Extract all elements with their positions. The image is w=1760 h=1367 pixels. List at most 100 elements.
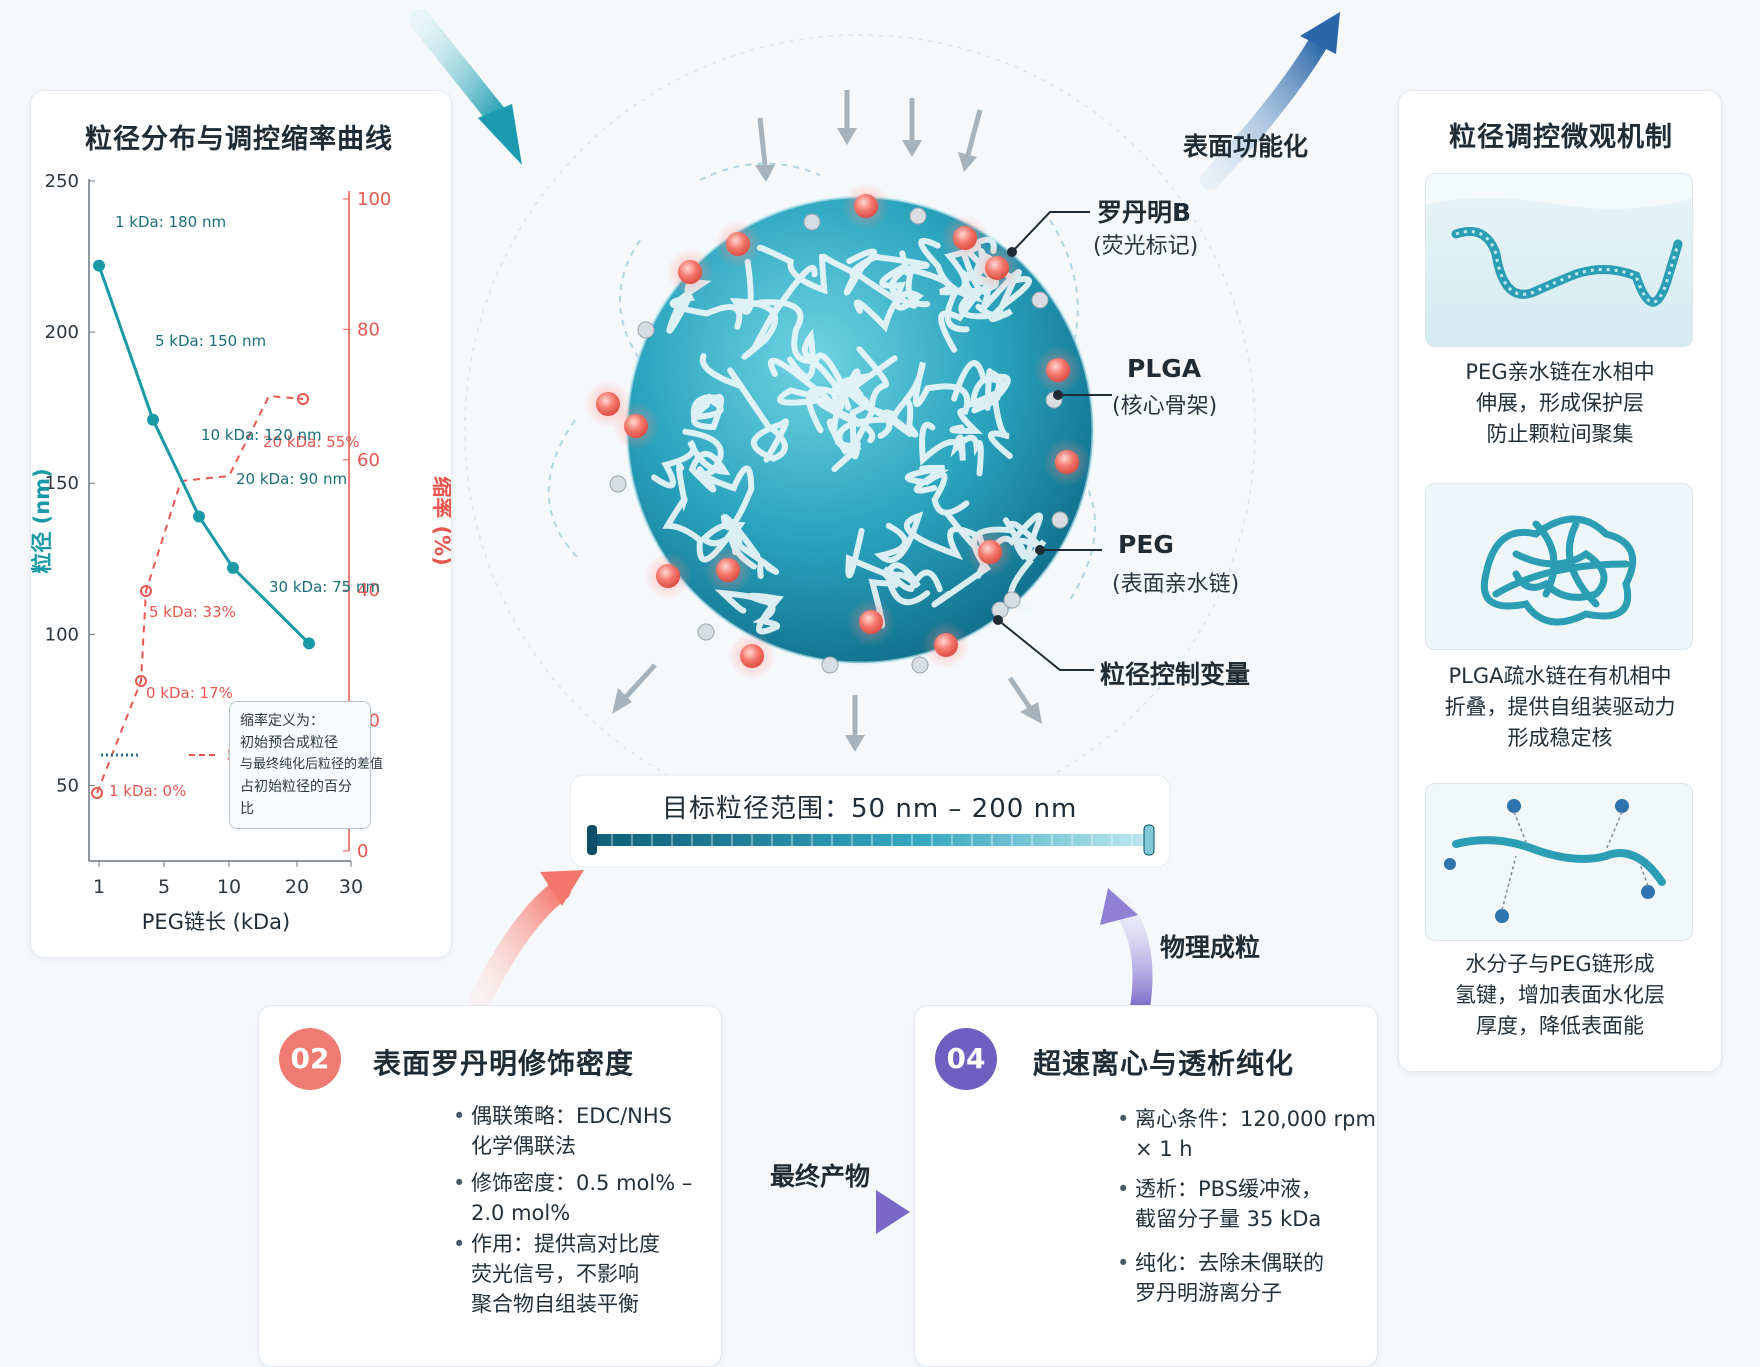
step-04-bullet-2: • 透析：PBS缓冲液， 截留分子量 35 kDa	[1117, 1174, 1322, 1234]
rhodamine-glow	[922, 621, 970, 669]
rhodamine-marker	[854, 194, 878, 218]
size-data-label: 1 kDa: 180 nm	[115, 213, 226, 231]
label-size-control-variable: 粒径控制变量	[1100, 660, 1251, 689]
shrink-rate-data-label: 0 kDa: 17%	[146, 684, 233, 702]
x-tick-label: 30	[339, 876, 363, 898]
label-surface-functionalization: 表面功能化	[1183, 132, 1309, 161]
rhodamine-marker	[934, 633, 958, 657]
step-02-bullet-2-line-2: 2.0 mol%	[471, 1201, 571, 1225]
peg-end-group	[911, 656, 929, 674]
mechanism-card-peg-line-1: PEG亲水链在水相中	[1465, 360, 1655, 384]
peg-end-group	[909, 207, 927, 225]
shrink-rate-point	[91, 787, 103, 799]
rhodamine-marker	[726, 232, 750, 256]
rhodamine-marker	[678, 260, 702, 284]
step-02-bullet-2: • 修饰密度：0.5 mol% – 2.0 mol%	[453, 1168, 693, 1228]
step-02-bullet-3: • 作用：提供高对比度 荧光信号，不影响 聚合物自组装平衡	[453, 1229, 660, 1319]
polymer-strand	[931, 517, 1043, 608]
mechanism-card-plga	[1425, 483, 1693, 650]
step-04-bullet-1: • 离心条件：120,000 rpm × 1 h	[1117, 1104, 1376, 1164]
mechanism-card-plga-line-3: 形成稳定核	[1507, 726, 1613, 750]
y-tick-label: 150	[45, 473, 79, 494]
size-data-label: 30 kDa: 75 nm	[269, 578, 380, 596]
mechanism-card-peg-text: PEG亲水链在水相中 伸展，形成保护层 防止颗粒间聚集	[1415, 357, 1705, 450]
rhodamine-glow	[941, 214, 989, 262]
peg-chain-illustration	[1426, 174, 1692, 307]
step-04-bullet-3: • 纯化：去除未偶联的 罗丹明游离分子	[1117, 1248, 1324, 1308]
rhodamine-glow	[704, 546, 752, 594]
x-tick-label: 20	[285, 876, 309, 898]
y2-tick-label: 100	[357, 189, 391, 210]
rhodamine-glow	[842, 182, 890, 230]
shrink-rate-point	[140, 585, 152, 597]
step-02-badge: 02	[279, 1028, 341, 1090]
polymer-strand	[874, 511, 987, 564]
chart-note-line-1: 缩率定义为：	[240, 713, 324, 729]
step-02-bullet-3-line-1: 作用：提供高对比度	[471, 1232, 660, 1256]
polymer-strand	[651, 439, 731, 493]
label-rhodamine-sub: (荧光标记)	[1093, 234, 1199, 259]
rhodamine-marker	[953, 226, 977, 250]
polymer-strand	[806, 386, 876, 460]
shrink-rate-data-label: 1 kDa: 0%	[109, 782, 186, 800]
mechanism-card-water-line-3: 厚度，降低表面能	[1476, 1014, 1644, 1038]
polymer-strand	[975, 512, 1047, 612]
rhodamine-marker	[656, 564, 680, 588]
peg-end-group	[1051, 511, 1069, 529]
polymer-strand	[944, 247, 999, 333]
y2-tick-label: 40	[357, 580, 380, 601]
rhodamine-marker	[985, 256, 1009, 280]
step-04-bullet-2-line-2: 截留分子量 35 kDa	[1135, 1207, 1322, 1231]
size-point	[227, 561, 239, 574]
polymer-strand	[885, 562, 943, 606]
rhodamine-marker	[740, 644, 764, 668]
polymer-strand	[951, 360, 1013, 459]
rhodamine-marker	[624, 414, 648, 438]
step-02-panel: 02 表面罗丹明修饰密度 • 偶联策略：EDC/NHS 化学偶联法 • 修饰密度…	[258, 1005, 722, 1367]
mechanism-panel: 粒径调控微观机制 PEG亲水链在水相中 伸展，形成保护层 防止颗粒间聚集 PLG…	[1398, 90, 1722, 1072]
mechanism-card-plga-text: PLGA疏水链在有机相中 折叠，提供自组装驱动力 形成稳定核	[1415, 661, 1705, 754]
size-point	[147, 413, 159, 426]
size-point	[193, 510, 205, 523]
chart-note-line-4: 占初始粒径的百分比	[240, 779, 352, 817]
mechanism-card-water	[1425, 783, 1693, 941]
polymer-strand	[736, 299, 852, 411]
polymer-strand	[768, 357, 862, 427]
polymer-strand	[690, 393, 725, 431]
rhodamine-marker	[1055, 450, 1079, 474]
size-point	[303, 637, 315, 650]
mechanism-card-plga-line-2: 折叠，提供自组装驱动力	[1444, 695, 1676, 719]
step-04-bullet-1-line-1: 离心条件：120,000 rpm	[1135, 1107, 1376, 1131]
polymer-strand	[787, 328, 898, 401]
label-physical-granulation: 物理成粒	[1160, 933, 1261, 962]
step-04-title: 超速离心与透析纯化	[1033, 1047, 1295, 1080]
step-04-badge: 04	[935, 1028, 997, 1090]
size-data-label: 20 kDa: 90 nm	[236, 470, 347, 488]
mechanism-card-plga-line-1: PLGA疏水链在有机相中	[1448, 664, 1672, 688]
polymer-strand	[831, 346, 890, 473]
rhodamine-glow	[584, 380, 632, 428]
y-axis-label: 粒径 (nm)	[31, 468, 54, 573]
peg-end-group	[609, 475, 627, 493]
rhodamine-glow	[1043, 438, 1091, 486]
step-04-panel: 04 超速离心与透析纯化 • 离心条件：120,000 rpm × 1 h • …	[914, 1005, 1378, 1367]
step-02-bullet-3-line-3: 聚合物自组装平衡	[471, 1292, 639, 1316]
step-04-bullet-1-line-2: × 1 h	[1135, 1137, 1193, 1161]
mechanism-card-water-text: 水分子与PEG链形成 氢键，增加表面水化层 厚度，降低表面能	[1415, 949, 1705, 1042]
chart-panel: 粒径分布与调控缩率曲线 2502001501005010080604020015…	[30, 90, 452, 958]
polymer-strand	[682, 428, 761, 559]
shrink-rate-data-label: 5 kDa: 33%	[149, 603, 236, 621]
step-02-title: 表面罗丹明修饰密度	[373, 1047, 635, 1080]
polymer-strand	[904, 464, 970, 516]
polymer-strand	[699, 353, 789, 463]
polymer-strand	[853, 250, 924, 333]
polymer-strand	[967, 368, 1009, 411]
polymer-strand	[729, 258, 818, 360]
step-02-bullet-2-line-1: 修饰密度：0.5 mol% –	[471, 1171, 693, 1195]
label-rhodamine: 罗丹明B	[1097, 198, 1192, 227]
y-tick-label: 200	[45, 322, 79, 343]
step-04-bullet-3-line-2: 罗丹明游离分子	[1135, 1281, 1282, 1305]
polymer-strand	[666, 279, 743, 334]
rhodamine-glow	[966, 528, 1014, 576]
polymer-strand	[756, 244, 904, 304]
